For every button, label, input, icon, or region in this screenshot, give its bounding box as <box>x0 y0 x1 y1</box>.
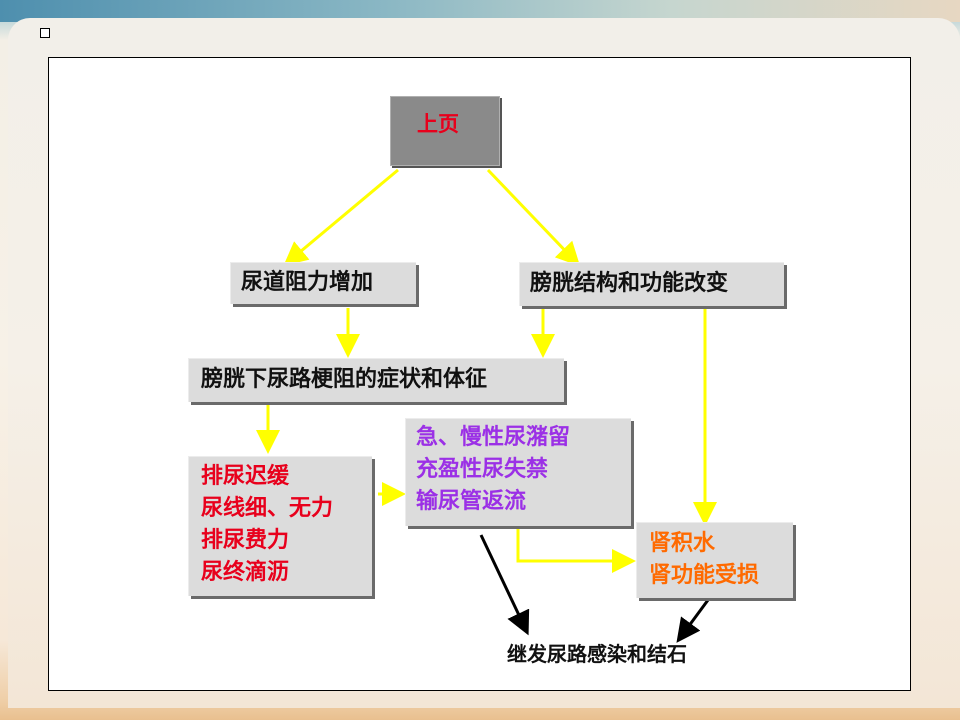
window-top-band <box>0 0 960 22</box>
voiding-symptoms-node: 排尿迟缓 尿线细、无力 排尿费力 尿终滴沥 <box>188 456 372 596</box>
arrow-top-to-resistance <box>283 168 399 266</box>
kidney-line: 肾功能受损 <box>649 563 760 588</box>
arrow-kidney-to-secondary <box>676 599 710 643</box>
secondary-infection-label: 继发尿路感染和结石 <box>507 642 687 666</box>
voiding-line: 尿终滴沥 <box>201 560 290 585</box>
voiding-line: 尿线细、无力 <box>201 496 334 521</box>
arrow-retention-to-kidney <box>516 528 636 573</box>
kidney-node: 肾积水 肾功能受损 <box>636 522 793 598</box>
symptoms-label: 膀胱下尿路梗阻的症状和体征 <box>201 367 488 392</box>
arrow-top-to-bladder <box>486 168 581 267</box>
bladder-change-node: 膀胱结构和功能改变 <box>519 262 784 306</box>
bladder-change-label: 膀胱结构和功能改变 <box>530 271 729 296</box>
retention-node: 急、慢性尿潴留 充盈性尿失禁 输尿管返流 <box>405 418 631 526</box>
kidney-line: 肾积水 <box>649 531 716 556</box>
voiding-line: 排尿费力 <box>201 528 290 553</box>
arrow-retention-to-secondary <box>479 534 530 636</box>
voiding-line: 排尿迟缓 <box>201 464 290 489</box>
urethral-resistance-node: 尿道阻力增加 <box>230 262 416 304</box>
bullet-square-icon <box>40 28 50 38</box>
top-node-label: 上页 <box>417 112 459 136</box>
retention-line: 充盈性尿失禁 <box>416 457 549 482</box>
retention-line: 输尿管返流 <box>416 489 527 514</box>
symptoms-node: 膀胱下尿路梗阻的症状和体征 <box>188 358 564 402</box>
retention-line: 急、慢性尿潴留 <box>416 425 571 450</box>
urethral-resistance-label: 尿道阻力增加 <box>241 270 374 295</box>
top-node: 上页 <box>390 96 500 166</box>
